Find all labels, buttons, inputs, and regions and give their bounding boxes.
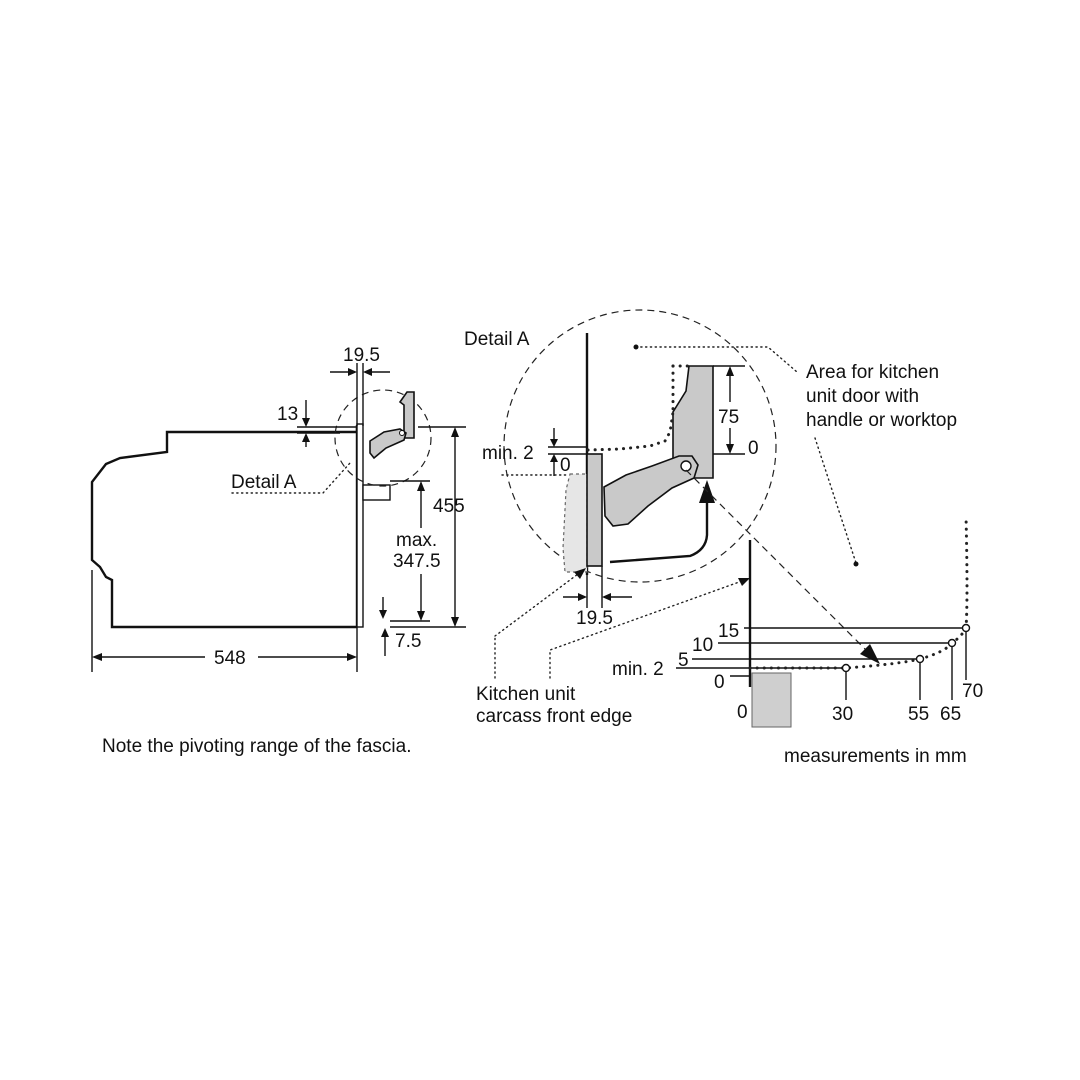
x-label-70: 70 bbox=[962, 681, 983, 702]
mini-hinge-arm bbox=[369, 428, 407, 460]
carcass-block bbox=[751, 672, 792, 728]
left-dimensions: 19.5 13 Detail A 455 max. 347.5 7.5 bbox=[91, 345, 466, 672]
measurements-footer: measurements in mm bbox=[784, 746, 967, 767]
left-detail-label: Detail A bbox=[231, 472, 297, 493]
fascia-panel bbox=[586, 453, 603, 567]
detail-zero-label: 0 bbox=[560, 455, 571, 476]
detail-min-label: min. 2 bbox=[482, 443, 534, 464]
pivot-note: Note the pivoting range of the fascia. bbox=[102, 736, 411, 757]
detail-a-view: Detail A 75 0 m bbox=[464, 309, 957, 727]
hinge-arm bbox=[603, 455, 699, 527]
dim-max-value: 347.5 bbox=[393, 551, 441, 572]
dim-height: 455 bbox=[433, 496, 465, 517]
point-55 bbox=[915, 654, 925, 664]
fascia-ghost bbox=[562, 473, 588, 573]
point-30 bbox=[841, 663, 851, 673]
dim-max-label: max. bbox=[396, 530, 437, 551]
dim-bottom-offset: 7.5 bbox=[395, 631, 421, 652]
pivot-range-graph: 15 10 5 min. 2 0 0 30 55 65 70 measureme… bbox=[612, 514, 983, 767]
oven-body-outline bbox=[90, 428, 359, 629]
point-70 bbox=[961, 623, 971, 633]
oven-side-view bbox=[90, 389, 432, 629]
detail-a-circle bbox=[334, 389, 432, 487]
x-label-30: 30 bbox=[832, 704, 853, 725]
y-label-10: 10 bbox=[692, 635, 713, 656]
dim-detail-19-5: 19.5 bbox=[576, 608, 613, 629]
area-label-line-3: handle or worktop bbox=[806, 410, 957, 431]
detail-title: Detail A bbox=[464, 329, 530, 350]
x-label-0: 0 bbox=[737, 702, 748, 723]
dim-depth: 548 bbox=[214, 648, 246, 669]
pivot-arrow bbox=[609, 500, 709, 564]
dim-0: 0 bbox=[748, 438, 759, 459]
y-label-5: 5 bbox=[678, 650, 689, 671]
carcass-label-line-2: carcass front edge bbox=[476, 706, 632, 727]
y-label-15: 15 bbox=[718, 621, 739, 642]
point-65 bbox=[947, 638, 957, 648]
y-label-min2: min. 2 bbox=[612, 659, 664, 680]
x-label-55: 55 bbox=[908, 704, 929, 725]
carcass-label-line-1: Kitchen unit bbox=[476, 684, 576, 705]
y-label-0: 0 bbox=[714, 672, 725, 693]
oven-fascia-panel bbox=[356, 423, 364, 628]
pivot-path-dashed bbox=[685, 469, 869, 653]
hinge-pivot bbox=[680, 460, 692, 472]
x-label-65: 65 bbox=[940, 704, 961, 725]
detail-a-large-circle bbox=[503, 309, 777, 583]
area-label-line-1: Area for kitchen bbox=[806, 362, 939, 383]
control-knob bbox=[362, 484, 391, 501]
dim-75: 75 bbox=[718, 407, 739, 428]
dim-top-width: 19.5 bbox=[343, 345, 380, 366]
area-label-line-2: unit door with bbox=[806, 386, 919, 407]
mini-hinge-pivot bbox=[399, 430, 405, 436]
pivot-range-curve bbox=[748, 514, 969, 670]
dim-top-offset: 13 bbox=[277, 404, 298, 425]
